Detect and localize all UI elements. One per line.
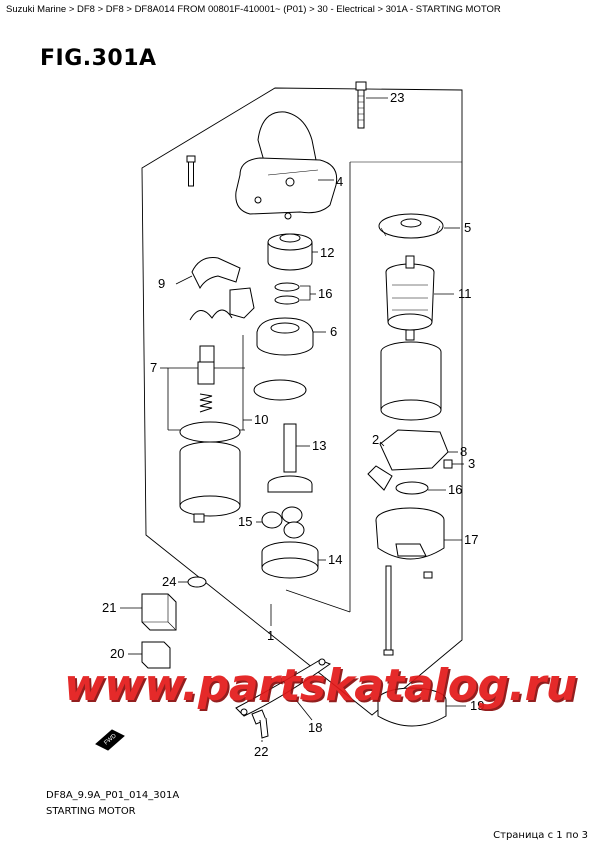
callout-12[interactable]: 12 xyxy=(320,245,334,260)
callout-20[interactable]: 20 xyxy=(110,646,124,661)
callout-13[interactable]: 13 xyxy=(312,438,326,453)
breadcrumb[interactable]: Suzuki Marine > DF8 > DF8 > DF8A014 FROM… xyxy=(6,4,501,15)
callout-10[interactable]: 10 xyxy=(254,412,268,427)
callout-11[interactable]: 11 xyxy=(458,286,472,301)
callout-24[interactable]: 24 xyxy=(162,574,176,589)
figure-code: DF8A_9.9A_P01_014_301A xyxy=(46,790,180,801)
figure-title: FIG.301A xyxy=(40,46,157,71)
callout-17[interactable]: 17 xyxy=(464,532,478,547)
brush-holder-7-icon xyxy=(189,287,255,385)
bolt-23-icon xyxy=(355,81,367,129)
cover-4-icon xyxy=(235,111,338,215)
callout-9[interactable]: 9 xyxy=(158,276,165,291)
holder-8-icon xyxy=(367,429,453,491)
strap-18-icon xyxy=(235,658,332,717)
ring-gear-14-icon xyxy=(261,541,319,579)
armature-11-icon xyxy=(385,255,435,341)
pager: Страница с 1 по 3 xyxy=(493,830,588,841)
callout-23[interactable]: 23 xyxy=(390,90,404,105)
lever-9-icon xyxy=(191,257,241,290)
callout-16-lower[interactable]: 16 xyxy=(448,482,462,497)
callout-21[interactable]: 21 xyxy=(102,600,116,615)
figure-subtitle: STARTING MOTOR xyxy=(46,806,136,817)
callout-18[interactable]: 18 xyxy=(308,720,322,735)
callout-4[interactable]: 4 xyxy=(336,174,343,189)
fwd-arrow-icon: FWD xyxy=(95,729,125,751)
gear-15-icon xyxy=(261,506,305,539)
callout-16-upper[interactable]: 16 xyxy=(318,286,332,301)
gear-6-icon xyxy=(256,317,314,356)
callout-8[interactable]: 8 xyxy=(460,444,467,459)
motor-body-icon xyxy=(179,441,241,523)
watermark: www.partskatalog.ru xyxy=(64,660,577,711)
callout-7[interactable]: 7 xyxy=(150,360,157,375)
assembly-frame xyxy=(141,87,463,716)
callout-14[interactable]: 14 xyxy=(328,552,342,567)
bolt-22-icon xyxy=(251,709,269,739)
callout-1[interactable]: 1 xyxy=(267,628,274,643)
pinion-12-icon xyxy=(267,212,313,271)
callout-22[interactable]: 22 xyxy=(254,744,268,759)
screw-icon xyxy=(186,155,196,187)
callout-3[interactable]: 3 xyxy=(468,456,475,471)
shaft-13-icon xyxy=(267,423,313,493)
yoke-housing-icon xyxy=(380,341,442,421)
ring-16-icon xyxy=(274,282,300,305)
relay-21-icon xyxy=(141,593,177,631)
callout-5[interactable]: 5 xyxy=(464,220,471,235)
through-bolt-icon xyxy=(383,565,433,656)
spring-10-icon xyxy=(179,379,307,443)
callout-6[interactable]: 6 xyxy=(330,324,337,339)
plate-5-icon xyxy=(378,213,444,239)
callout-15[interactable]: 15 xyxy=(238,514,252,529)
grommet-24-icon xyxy=(187,576,207,588)
band-19-icon xyxy=(377,687,447,727)
end-cap-17-icon xyxy=(375,507,445,560)
callout-2[interactable]: 2 xyxy=(372,432,379,447)
connector-20-icon xyxy=(141,641,171,669)
callout-19[interactable]: 19 xyxy=(470,698,484,713)
washer-16-icon xyxy=(395,481,429,495)
